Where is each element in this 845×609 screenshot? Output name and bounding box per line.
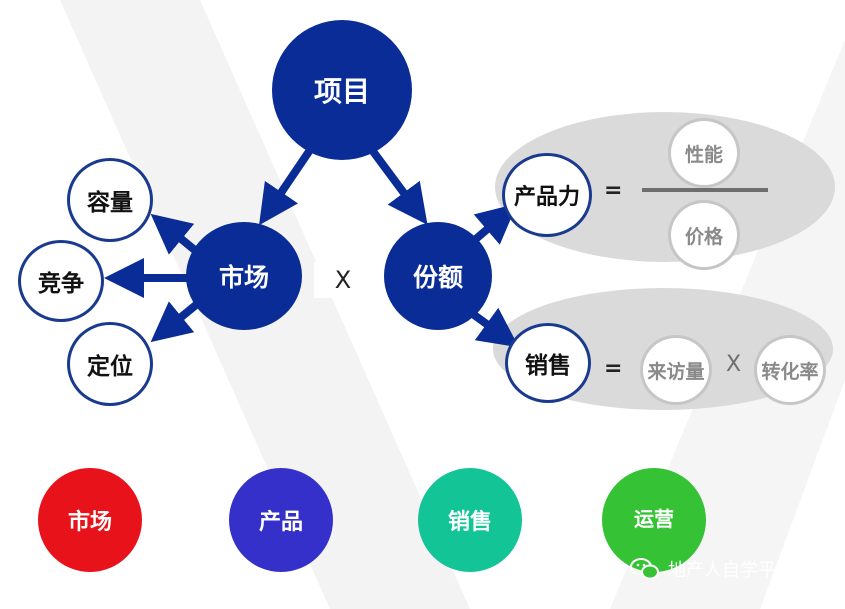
sales-multiply-sign: X xyxy=(726,352,742,377)
performance-label: 性能 xyxy=(684,143,723,166)
conversion-node: 转化率 xyxy=(754,335,826,405)
product-power-node: 产品力 xyxy=(502,153,592,237)
bottom-label-operations: 运营 xyxy=(634,506,674,531)
competition-node: 竞争 xyxy=(18,240,104,322)
watermark-text: 地产人自学平台 xyxy=(668,560,794,581)
market-hub-label: 市场 xyxy=(218,263,269,292)
bottom-label-product: 产品 xyxy=(258,509,303,535)
product-power-label: 产品力 xyxy=(513,184,580,210)
performance-node: 性能 xyxy=(668,118,740,188)
capacity-node: 容量 xyxy=(67,158,153,242)
sales-node: 销售 xyxy=(505,323,591,403)
multiply-sign: X xyxy=(334,266,352,294)
capacity-label: 容量 xyxy=(87,189,133,216)
competition-label: 竞争 xyxy=(38,270,84,297)
bottom-label-sales: 销售 xyxy=(447,509,492,535)
bottom-circle-product: 产品 xyxy=(229,468,333,572)
watermark: 地产人自学平台 xyxy=(630,556,794,582)
price-node: 价格 xyxy=(668,200,740,270)
share-hub-label: 份额 xyxy=(412,263,463,292)
visits-node: 来访量 xyxy=(640,335,712,405)
arrow-project-to-market xyxy=(259,147,314,226)
share-hub-node: 份额 xyxy=(384,222,492,330)
conversion-label: 转化率 xyxy=(761,360,819,383)
positioning-label: 定位 xyxy=(87,353,133,380)
bottom-label-market: 市场 xyxy=(67,509,112,535)
bottom-circle-market: 市场 xyxy=(38,468,142,572)
product-equals-sign: = xyxy=(604,178,623,203)
arrow-project-to-share xyxy=(368,147,428,225)
bottom-circle-sales: 销售 xyxy=(418,468,522,572)
project-node: 项目 xyxy=(272,20,412,160)
price-label: 价格 xyxy=(684,225,723,248)
positioning-node: 定位 xyxy=(67,322,153,406)
wechat-icon xyxy=(630,558,659,580)
sales-label: 销售 xyxy=(525,352,571,379)
arrow-share-to-sales xyxy=(467,307,519,348)
multiply-box: X xyxy=(314,262,372,298)
sales-equals-sign: = xyxy=(604,356,623,381)
project-label: 项目 xyxy=(313,75,370,108)
bottom-circle-operations: 运营 xyxy=(602,468,706,572)
market-hub-node: 市场 xyxy=(186,222,302,330)
visits-label: 来访量 xyxy=(647,360,705,383)
